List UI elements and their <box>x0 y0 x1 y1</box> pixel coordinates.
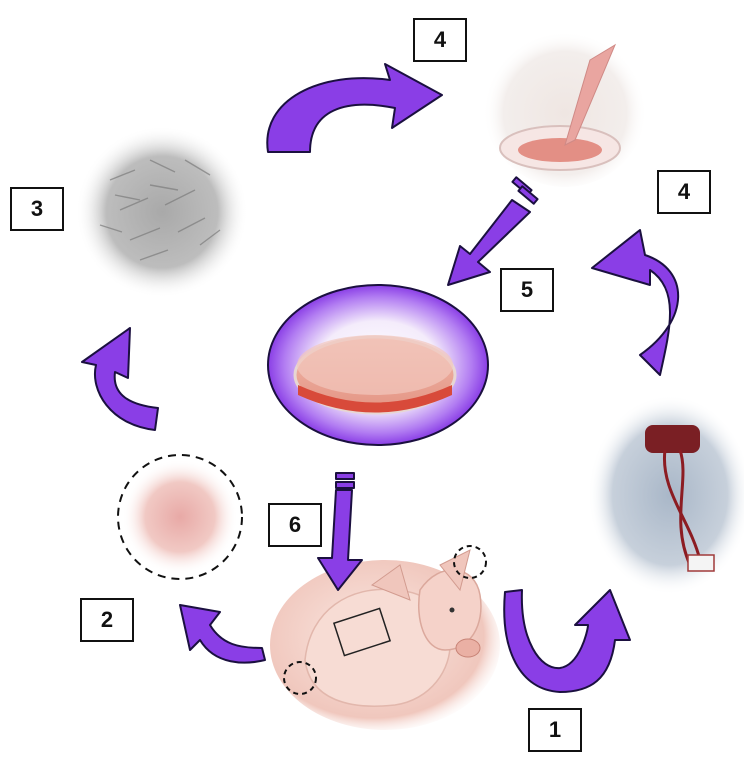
step-label-6: 6 <box>268 503 322 547</box>
step-number: 1 <box>549 717 561 743</box>
arrow-5-to-6-dash-2 <box>336 482 354 488</box>
arrow-pig-to-2 <box>180 605 265 663</box>
step-label-1: 1 <box>528 708 582 752</box>
blood-collection-bag <box>588 395 744 595</box>
step-number: 3 <box>31 196 43 222</box>
skin-tissue-sample <box>118 455 242 579</box>
arrow-5-to-6-dash <box>336 473 354 479</box>
step-number: 4 <box>678 179 690 205</box>
piglet <box>270 546 500 730</box>
step-label-3: 3 <box>10 187 64 231</box>
culture-dish-center <box>268 285 488 445</box>
arrow-pig-to-1 <box>504 590 630 692</box>
arrow-2-to-3 <box>82 328 158 430</box>
cell-culture-micrograph <box>76 126 248 298</box>
pipette-petri-dish <box>483 23 647 187</box>
step-number: 2 <box>101 607 113 633</box>
step-label-2: 2 <box>80 598 134 642</box>
step-number: 5 <box>521 277 533 303</box>
arrow-3-to-4 <box>267 64 442 152</box>
step-number: 6 <box>289 512 301 538</box>
step-label-4-top: 4 <box>413 18 467 62</box>
step-label-5: 5 <box>500 268 554 312</box>
arrow-1-to-4 <box>592 230 678 375</box>
step-number: 4 <box>434 27 446 53</box>
step-label-4-right: 4 <box>657 170 711 214</box>
